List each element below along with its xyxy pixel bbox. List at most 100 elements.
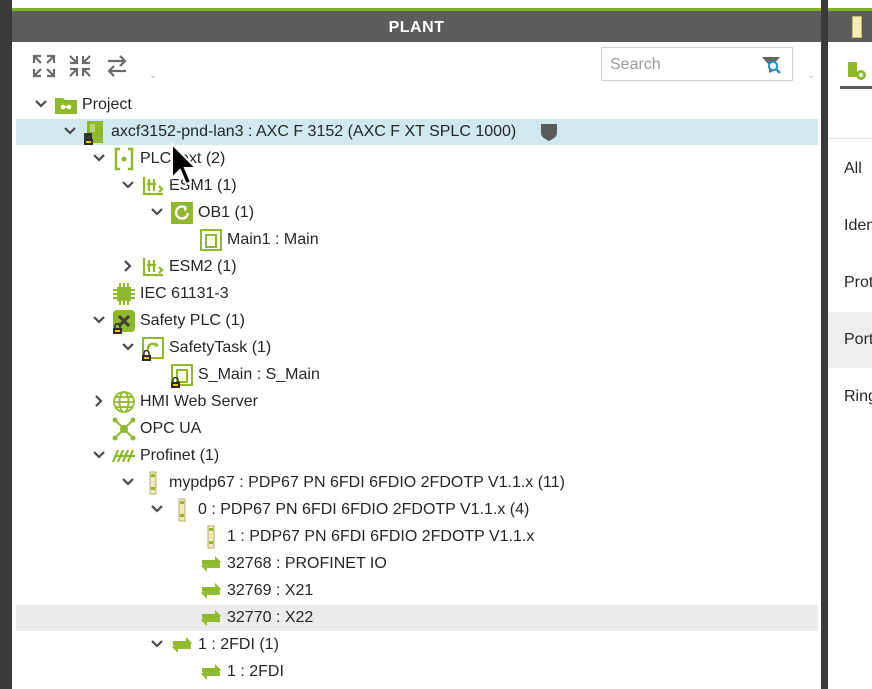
toolbar-dropdown-caret[interactable]: ⌄ (149, 70, 158, 81)
tree-row[interactable]: 1 : PDP67 PN 6FDI 6FDIO 2FDOTP V1.1.x (16, 524, 818, 550)
chevron-down-icon[interactable] (121, 178, 135, 192)
tree-item-label: 0 : PDP67 PN 6FDI 6FDIO 2FDOTP V1.1.x (4… (198, 501, 530, 518)
safety-plc-icon (112, 309, 136, 333)
chevron-down-icon[interactable] (150, 205, 164, 219)
plant-tree: Project axcf3152-pnd-lan3 : AXC F 3152 (A… (12, 92, 821, 689)
profinet-icon (111, 444, 136, 468)
tree-item-label: Project (82, 96, 132, 113)
tree-item-label: mypdp67 : PDP67 PN 6FDI 6FDIO 2FDOTP V1.… (169, 474, 565, 491)
lock-icon (170, 375, 181, 388)
chevron-right-icon[interactable] (92, 394, 106, 408)
left-border (0, 0, 12, 689)
lock-icon (112, 321, 123, 334)
filter-search-icon[interactable] (760, 54, 782, 76)
tree-item-label: 1 : PDP67 PN 6FDI 6FDIO 2FDOTP V1.1.x (227, 528, 535, 545)
program-instance-icon (199, 228, 223, 252)
search-box (601, 47, 793, 81)
tree-item-label: 32769 : X21 (227, 582, 314, 599)
tree-item-label: S_Main : S_Main (198, 366, 320, 383)
tree-row[interactable]: ESM2 (1) (16, 254, 818, 280)
tree-row[interactable]: Profinet (1) (16, 443, 818, 469)
right-item-all[interactable]: All (844, 160, 862, 177)
esm-icon (141, 174, 165, 198)
network-hub-icon (112, 417, 136, 441)
tree-row[interactable]: 32770 : X22 (16, 605, 818, 631)
right-divider (828, 138, 872, 139)
tree-row[interactable]: axcf3152-pnd-lan3 : AXC F 3152 (AXC F XT… (16, 119, 818, 145)
panel-title: PLANT (388, 19, 445, 36)
device-settings-icon (848, 62, 866, 80)
tree-item-label: IEC 61131-3 (140, 285, 229, 302)
tree-row[interactable]: OPC UA (16, 416, 818, 442)
right-item-identification[interactable]: Iden (844, 217, 872, 234)
chevron-down-icon[interactable] (63, 124, 77, 138)
tree-row[interactable]: 1 : 2FDI (1) (16, 632, 818, 658)
safety-task-icon (141, 336, 165, 360)
search-input[interactable] (608, 53, 757, 77)
io-module-icon (199, 525, 223, 549)
chevron-down-icon[interactable] (92, 448, 106, 462)
right-panel-title-bar (828, 8, 872, 42)
right-item-protocol[interactable]: Prot (844, 274, 872, 291)
tree-row[interactable]: S_Main : S_Main (16, 362, 818, 388)
tree-item-label: ESM2 (1) (169, 258, 237, 275)
toolbar: ⌄ ⌄ (12, 42, 821, 92)
chevron-down-icon[interactable] (92, 313, 106, 327)
tree-row[interactable]: 32768 : PROFINET IO (16, 551, 818, 577)
tree-item-label: 32768 : PROFINET IO (227, 555, 387, 572)
tree-row[interactable]: Main1 : Main (16, 227, 818, 253)
sync-arrows-icon[interactable] (103, 52, 131, 80)
tree-item-label: HMI Web Server (140, 393, 258, 410)
device-icon (852, 16, 862, 38)
tree-row[interactable]: 1 : 2FDI (16, 659, 818, 685)
collapse-all-icon[interactable] (66, 52, 94, 80)
tree-row[interactable]: mypdp67 : PDP67 PN 6FDI 6FDIO 2FDOTP V1.… (16, 470, 818, 496)
tree-item-label: 1 : 2FDI (227, 663, 284, 680)
chevron-down-icon[interactable] (121, 340, 135, 354)
chevron-down-icon[interactable] (121, 475, 135, 489)
settings-tab[interactable] (840, 56, 872, 89)
tree-row[interactable]: SafetyTask (1) (16, 335, 818, 361)
swap-arrows-icon (199, 579, 223, 603)
chevron-down-icon[interactable] (150, 637, 164, 651)
swap-arrows-icon (199, 552, 223, 576)
right-item-port[interactable]: Port (844, 331, 872, 348)
tree-row[interactable]: ESM1 (1) (16, 173, 818, 199)
safety-program-icon (170, 363, 194, 387)
swap-arrows-icon (170, 633, 194, 657)
right-item-highlight (828, 312, 872, 368)
tree-row[interactable]: 32769 : X21 (16, 578, 818, 604)
swap-arrows-icon (199, 660, 223, 684)
chevron-down-icon[interactable] (34, 97, 48, 111)
plant-panel: PLANT ⌄ (12, 0, 821, 689)
right-panel: All Iden Prot Port Ring (828, 0, 872, 689)
io-module-icon (170, 498, 194, 522)
mouse-cursor-icon (171, 142, 198, 186)
globe-icon (112, 390, 136, 414)
chevron-down-icon[interactable] (150, 502, 164, 516)
tree-item-label: Profinet (1) (140, 447, 220, 464)
swap-arrows-icon (199, 606, 223, 630)
search-dropdown-caret[interactable]: ⌄ (807, 70, 816, 81)
io-module-icon (141, 471, 165, 495)
tree-item-label: SafetyTask (1) (169, 339, 272, 356)
tree-item-label: 1 : 2FDI (1) (198, 636, 279, 653)
tree-row[interactable]: 0 : PDP67 PN 6FDI 6FDIO 2FDOTP V1.1.x (4… (16, 497, 818, 523)
expand-all-icon[interactable] (30, 52, 58, 80)
tree-row[interactable]: PLCnext (2) (16, 146, 818, 172)
tree-row[interactable]: IEC 61131-3 (16, 281, 818, 307)
tree-row[interactable]: OB1 (1) (16, 200, 818, 226)
tree-item-label: Main1 : Main (227, 231, 319, 248)
plcnext-icon (112, 147, 136, 171)
tree-item-label: OPC UA (140, 420, 202, 437)
tree-item-label: OB1 (1) (198, 204, 255, 221)
tree-row[interactable]: HMI Web Server (16, 389, 818, 415)
tree-row[interactable]: Project (16, 92, 818, 118)
chevron-down-icon[interactable] (92, 151, 106, 165)
chip-icon (112, 282, 136, 306)
chevron-right-icon[interactable] (121, 259, 135, 273)
tree-item-label: Safety PLC (1) (140, 312, 245, 329)
task-cycle-icon (170, 201, 194, 225)
right-item-ring[interactable]: Ring (844, 388, 872, 405)
tree-row[interactable]: Safety PLC (1) (16, 308, 818, 334)
